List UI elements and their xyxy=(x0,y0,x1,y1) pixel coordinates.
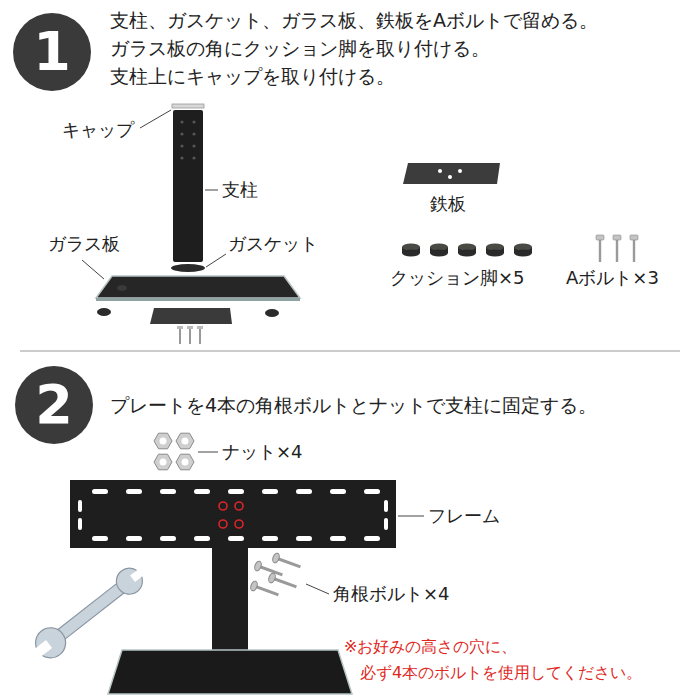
nuts xyxy=(154,433,194,470)
divider-line xyxy=(20,350,680,351)
part-label: 鉄板 xyxy=(430,192,466,216)
part-label: Aボルト×3 xyxy=(566,266,659,290)
glass-base xyxy=(108,650,352,694)
step-badge: 2 xyxy=(15,366,93,444)
cushion-feet xyxy=(402,244,532,257)
instruction-text: 支柱、ガスケット、ガラス板、鉄板をAボルトで留める。 xyxy=(110,8,598,34)
wrench xyxy=(27,558,153,665)
step-number: 2 xyxy=(35,378,73,432)
a-bolts xyxy=(600,240,634,262)
step-badge: 1 xyxy=(13,13,91,91)
part-label: 角根ボルト×4 xyxy=(333,582,450,606)
part-label: ナット×4 xyxy=(222,440,303,464)
instruction-text: 支柱上にキャップを取り付ける。 xyxy=(110,64,395,90)
part-label: フレーム xyxy=(428,504,500,528)
pole xyxy=(212,545,248,653)
part-label: 支柱 xyxy=(222,178,258,202)
step-number: 1 xyxy=(33,25,71,79)
square-neck-bolts xyxy=(249,552,302,599)
part-label: キャップ xyxy=(62,118,134,142)
frame xyxy=(70,480,396,548)
part-label: ガラス板 xyxy=(48,232,120,256)
warning-note: ※お好みの高さの穴に、 必ず4本のボルトを使用してください。 xyxy=(344,634,684,685)
iron-plate xyxy=(403,163,500,184)
instruction-text: プレートを4本の角根ボルトとナットで支柱に固定する。 xyxy=(110,393,597,419)
part-label: クッション脚×5 xyxy=(390,266,525,290)
part-label: ガスケット xyxy=(228,232,318,256)
instruction-text: ガラス板の角にクッション脚を取り付ける。 xyxy=(110,36,490,62)
